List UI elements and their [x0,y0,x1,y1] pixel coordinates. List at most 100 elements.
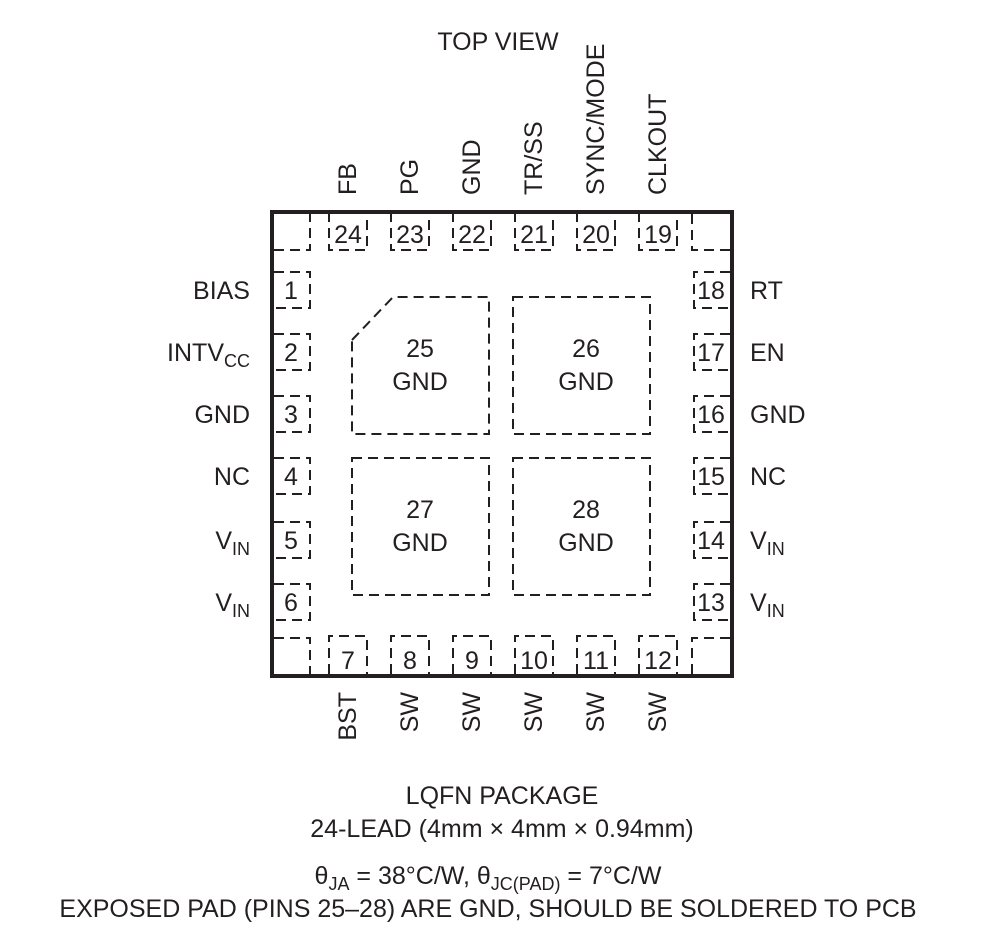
pad-26-number: 26 [572,335,600,363]
pin-5-outline [274,521,311,559]
pin-2-number: 2 [284,339,298,367]
pin-11-label: SW [582,692,610,733]
pin-12-label: SW [644,692,672,733]
pin-21-number: 21 [520,221,548,249]
pin-22-outline [452,212,492,251]
pin-16-label-main: GND [750,401,806,429]
pin-13-label: VIN [750,589,785,621]
pin-5-label: VIN [215,527,250,559]
package-outline [270,210,734,678]
pin-6-label-main: V [215,589,232,617]
pin-16-outline [693,395,730,433]
pin-14-label-sub: IN [767,539,785,559]
pin-5-label-sub: IN [232,539,250,559]
pin-20-outline [576,212,616,251]
pin-5-label-main: V [215,527,232,555]
theta-ja-subscript: JA [328,874,349,894]
pin-14-outline [693,521,730,559]
exposed-pads: 25 GND 26 GND 27 GND 28 GND [351,296,651,596]
pin-18-number: 18 [697,277,725,305]
pin-10-number: 10 [520,647,548,675]
pin-9-outline [452,635,492,674]
pin-13-label-sub: IN [767,601,785,621]
pad-28-label: GND [558,529,614,557]
pad-25-outline [351,296,490,435]
pin-22-label: GND [458,139,486,195]
pin-18-outline [693,271,730,309]
pin-22-number: 22 [458,221,486,249]
pin-7-label: BST [334,692,362,741]
caption-thermal: θJA = 38°C/W, θJC(PAD) = 7°C/W [315,862,662,894]
pin-16-number: 16 [697,401,725,429]
package-caption: LQFN PACKAGE 24-LEAD (4mm × 4mm × 0.94mm… [59,782,916,923]
corner-marks [274,214,730,674]
pin-7-number: 7 [341,647,355,675]
pin-10-outline [514,635,554,674]
caption-exposed-pad-note: EXPOSED PAD (PINS 25–28) ARE GND, SHOULD… [59,895,916,923]
pin-9-number: 9 [465,647,479,675]
pin-2-outline [274,333,311,371]
pin-23-number: 23 [396,221,424,249]
pin-4-label-main: NC [214,463,250,491]
pin-17-outline [693,333,730,371]
pin-9-label: SW [458,692,486,733]
pin-4-label: NC [214,463,250,491]
theta-jc-value: = 7°C/W [560,862,661,890]
pin-23-label: PG [396,159,424,195]
pin-8-number: 8 [403,647,417,675]
pad-26-outline [512,296,651,435]
pin-18-label-main: RT [750,277,783,305]
pad-27-number: 27 [406,496,434,524]
pin-2-label-main: INTV [167,339,224,367]
pin-17-label-main: EN [750,339,785,367]
pin-19-outline [638,212,678,251]
pin-8-outline [390,635,430,674]
pad-27-outline [351,457,490,596]
pin-17-number: 17 [697,339,725,367]
pin-10-label: SW [520,692,548,733]
pin-23-outline [390,212,430,251]
pin-11-outline [576,635,616,674]
pin-11-number: 11 [583,647,609,675]
pin-1-number: 1 [284,277,298,305]
caption-package-size: 24-LEAD (4mm × 4mm × 0.94mm) [310,815,693,843]
theta-symbol: θ [315,862,329,890]
theta-jc-subscript: JC(PAD) [491,874,561,894]
pin-15-number: 15 [697,463,725,491]
pin-1-outline [274,271,311,309]
pin-14-number: 14 [697,527,725,555]
pin-6-outline [274,583,311,621]
pin-3-number: 3 [284,401,298,429]
pin-24-outline [328,212,368,251]
pin-20-label: SYNC/MODE [582,44,610,195]
caption-package-name: LQFN PACKAGE [406,782,599,810]
pin-15-label: NC [750,463,786,491]
pin-12-number: 12 [644,647,672,675]
pin-6-number: 6 [284,589,298,617]
pin-5-number: 5 [284,527,298,555]
pin-18-label: RT [750,277,783,305]
pin-4-outline [274,457,311,495]
pin-15-outline [693,457,730,495]
pin-13-outline [693,583,730,621]
theta-ja-value: = 38°C/W, [349,862,476,890]
pad-25-label: GND [392,368,448,396]
pin-21-label: TR/SS [520,121,548,195]
pin-14-label-main: V [750,527,767,555]
pin-2-label: INTVCC [167,339,250,371]
pad-25-number: 25 [406,335,434,363]
pin-13-number: 13 [697,589,725,617]
pin-7-outline [328,635,368,674]
pin-3-label: GND [194,401,250,429]
pin-6-label-sub: IN [232,601,250,621]
pin-17-label: EN [750,339,785,367]
pin-20-number: 20 [582,221,610,249]
pin-24-label: FB [334,163,362,195]
pin-13-label-main: V [750,589,767,617]
pin-4-number: 4 [284,463,298,491]
